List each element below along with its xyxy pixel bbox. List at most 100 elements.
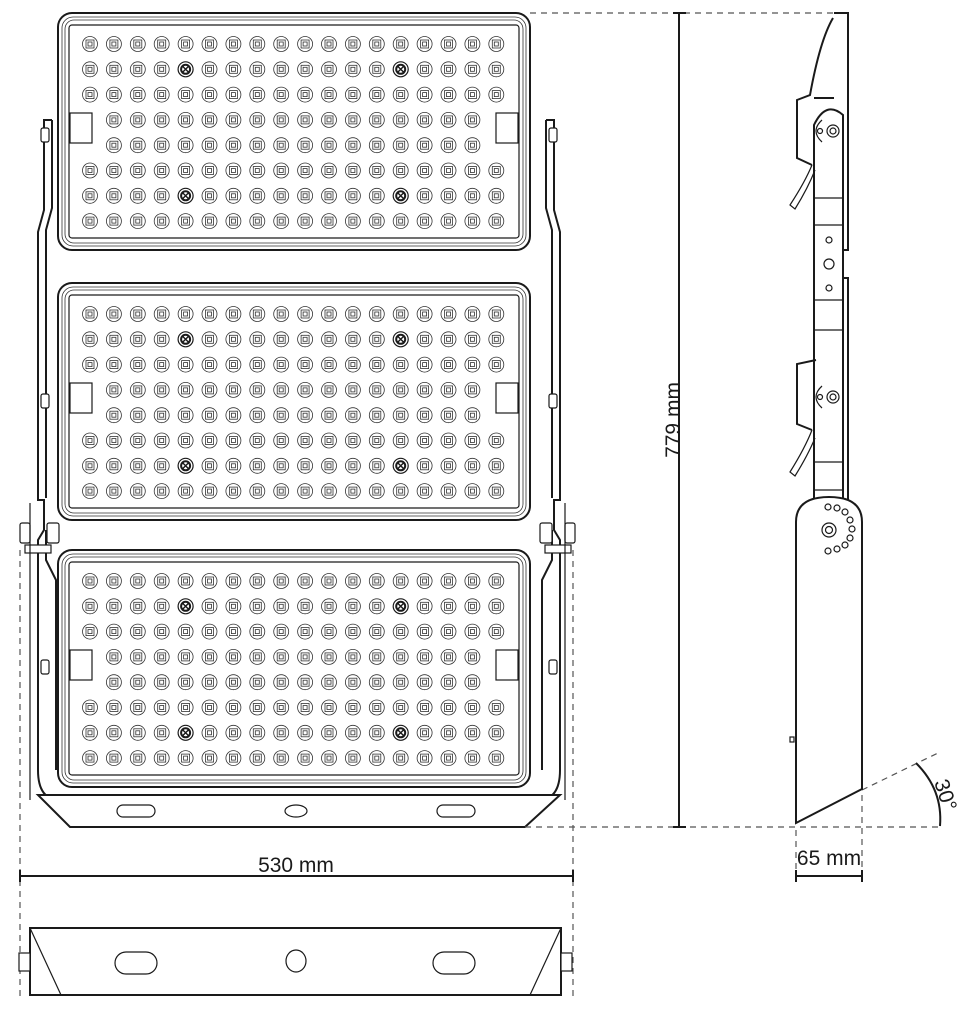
- bracket-notch: [495, 649, 519, 681]
- led-icon: [368, 187, 385, 204]
- led-icon: [297, 162, 314, 179]
- led-icon: [177, 306, 194, 322]
- led-icon: [321, 483, 337, 500]
- led-icon: [464, 750, 481, 766]
- led-icon: [488, 331, 505, 348]
- led-icon: [201, 162, 218, 179]
- led-icon: [392, 112, 409, 128]
- led-icon: [392, 306, 409, 322]
- bracket-notch: [69, 649, 93, 681]
- led-icon: [129, 598, 146, 615]
- led-icon: [464, 86, 481, 103]
- led-icon: [321, 112, 337, 128]
- led-icon: [488, 356, 505, 373]
- led-icon: [464, 407, 481, 424]
- led-icon: [392, 483, 409, 500]
- led-icon: [177, 162, 194, 179]
- led-icon: [153, 137, 170, 154]
- led-icon: [225, 407, 242, 424]
- led-icon: [177, 356, 194, 373]
- led-icon: [368, 457, 385, 474]
- led-icon: [416, 86, 433, 103]
- led-icon: [321, 213, 337, 230]
- width-dimension-line: [19, 870, 574, 882]
- bracket-notch: [495, 112, 519, 144]
- led-icon: [82, 573, 98, 589]
- led-icon: [273, 750, 290, 766]
- led-icon: [177, 674, 194, 691]
- led-icon: [201, 674, 218, 691]
- led-icon: [368, 137, 385, 154]
- led-icon: [464, 724, 481, 741]
- led-icon: [416, 432, 433, 449]
- led-icon: [273, 573, 290, 589]
- led-icon: [416, 623, 433, 640]
- led-icon: [488, 573, 505, 589]
- led-icon: [129, 649, 146, 665]
- led-icon: [129, 724, 146, 741]
- led-icon: [321, 649, 337, 665]
- depth-dimension-line: [795, 870, 863, 882]
- led-icon: [488, 213, 505, 230]
- sensor-icon: [392, 61, 409, 78]
- led-icon: [129, 356, 146, 373]
- led-icon: [416, 699, 433, 716]
- led-icon: [249, 724, 266, 741]
- led-icon: [153, 86, 170, 103]
- led-icon: [416, 306, 433, 322]
- led-icon: [440, 457, 457, 474]
- led-icon: [297, 750, 314, 766]
- led-icon: [344, 750, 361, 766]
- led-icon: [344, 649, 361, 665]
- led-icon: [440, 213, 457, 230]
- led-icon: [201, 86, 218, 103]
- led-icon: [106, 724, 122, 741]
- led-icon: [129, 750, 146, 766]
- led-icon: [153, 331, 170, 348]
- led-icon: [129, 457, 146, 474]
- led-icon: [321, 137, 337, 154]
- led-icon: [82, 483, 98, 500]
- led-icon: [225, 483, 242, 500]
- led-icon: [368, 86, 385, 103]
- led-icon: [321, 36, 337, 52]
- led-icon: [488, 483, 505, 500]
- led-icon: [249, 61, 266, 78]
- led-icon: [153, 112, 170, 128]
- led-icon: [201, 331, 218, 348]
- led-icon: [297, 573, 314, 589]
- led-icon: [321, 61, 337, 78]
- led-icon: [440, 573, 457, 589]
- led-icon: [321, 598, 337, 615]
- led-icon: [201, 598, 218, 615]
- led-icon: [368, 356, 385, 373]
- bracket-notch: [69, 382, 93, 414]
- led-icon: [82, 36, 98, 52]
- led-icon: [249, 457, 266, 474]
- round-hole-center: [285, 949, 307, 973]
- led-icon: [177, 573, 194, 589]
- led-icon: [297, 381, 314, 398]
- depth-dimension-label: 65 mm: [797, 847, 861, 870]
- bracket-notch: [495, 382, 519, 414]
- led-icon: [106, 623, 122, 640]
- led-icon: [464, 598, 481, 615]
- led-icon: [488, 432, 505, 449]
- led-icon: [344, 724, 361, 741]
- led-icon: [129, 306, 146, 322]
- led-icon: [368, 623, 385, 640]
- led-icon: [225, 306, 242, 322]
- led-icon: [368, 213, 385, 230]
- led-icon: [297, 61, 314, 78]
- led-icon: [153, 483, 170, 500]
- led-icon: [273, 407, 290, 424]
- led-icon: [464, 137, 481, 154]
- led-icon: [440, 61, 457, 78]
- led-icon: [249, 36, 266, 52]
- led-icon: [464, 356, 481, 373]
- led-icon: [273, 432, 290, 449]
- led-icon: [488, 61, 505, 78]
- led-icon: [201, 187, 218, 204]
- led-icon: [488, 162, 505, 179]
